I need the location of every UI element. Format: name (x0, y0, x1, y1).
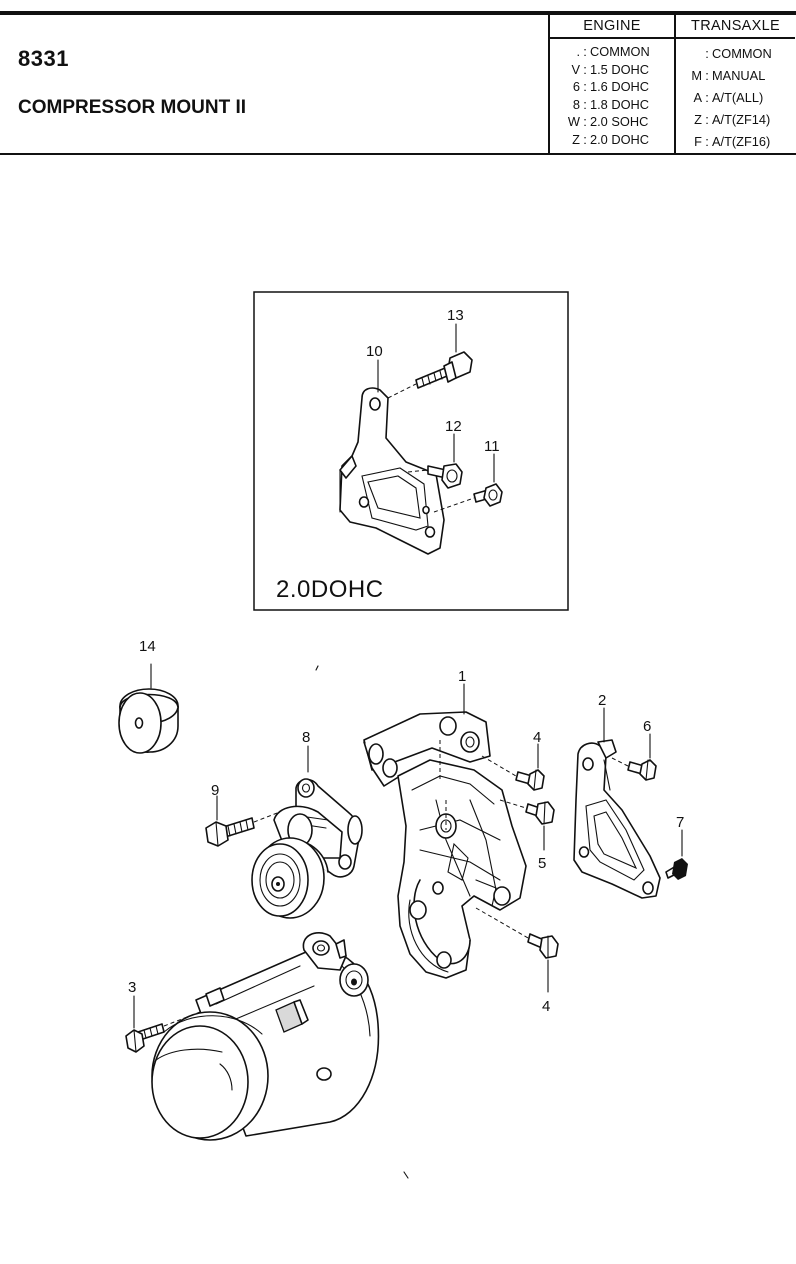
bolt-6: 6 (611, 718, 657, 781)
legend-item: :COMMON (705, 46, 772, 61)
main-bracket-1: 1 (363, 668, 527, 979)
bolt-7: 7 (665, 814, 688, 880)
callout-6: 6 (643, 718, 651, 735)
header-bottom-rule (0, 153, 796, 155)
legend-item: F:A/T(ZF16) (694, 134, 771, 149)
ac-compressor (151, 932, 380, 1141)
bracket-2: 2 (573, 692, 661, 899)
callout-13: 13 (447, 307, 464, 324)
transaxle-legend-heading: TRANSAXLE (676, 15, 795, 39)
inset-bolt-12 (427, 463, 463, 489)
engine-legend-list: .:COMMON V:1.5 DOHC 6:1.6 DOHC 8:1.8 DOH… (550, 39, 674, 148)
idler-pulley-14: 14 (118, 638, 179, 754)
bolt-9: 9 (205, 782, 291, 847)
inset-bolt-13 (415, 351, 473, 389)
bolt-3: 3 (125, 979, 201, 1053)
inset-bracket-10 (339, 387, 445, 555)
callout-10: 10 (366, 343, 383, 360)
legend-item: M:MANUAL (691, 68, 766, 83)
callout-4-upper: 4 (533, 729, 541, 746)
callout-12: 12 (445, 418, 462, 435)
transaxle-legend: TRANSAXLE :COMMON M:MANUAL A:A/T(ALL) Z:… (676, 15, 795, 153)
legend-item: Z:A/T(ZF14) (694, 112, 771, 127)
callout-11: 11 (484, 438, 500, 455)
applicability-legend: ENGINE .:COMMON V:1.5 DOHC 6:1.6 DOHC 8:… (548, 15, 795, 153)
legend-item: 6:1.6 DOHC (572, 79, 650, 94)
legend-item: .:COMMON (576, 44, 650, 59)
legend-item: V:1.5 DOHC (571, 61, 650, 77)
bolt-5: 5 (499, 799, 555, 872)
callout-14: 14 (139, 638, 156, 655)
inset-2-0-dohc: 2.0DOHC (253, 291, 569, 611)
legend-item: W:2.0 SOHC (567, 114, 649, 129)
legend-item: 8:1.8 DOHC (572, 96, 650, 112)
header-top-rule (0, 11, 796, 15)
legend-item: A:A/T(ALL) (693, 90, 764, 105)
callout-4-lower: 4 (542, 998, 550, 1015)
engine-legend: ENGINE .:COMMON V:1.5 DOHC 6:1.6 DOHC 8:… (550, 15, 676, 153)
inset-bolt-11 (473, 483, 503, 507)
page-title: COMPRESSOR MOUNT II (18, 97, 247, 118)
engine-legend-heading: ENGINE (550, 15, 674, 39)
callout-5: 5 (538, 855, 546, 872)
callout-1: 1 (458, 668, 466, 685)
callout-8: 8 (302, 729, 310, 746)
bolt-4-upper: 4 (481, 729, 545, 791)
transaxle-legend-list: :COMMON M:MANUAL A:A/T(ALL) Z:A/T(ZF14) … (676, 39, 795, 153)
bolt-4-lower: 4 (475, 907, 559, 1015)
callout-9: 9 (211, 782, 219, 799)
part-number: 8331 (18, 46, 69, 71)
callout-2: 2 (598, 692, 606, 709)
inset-caption: 2.0DOHC (276, 576, 384, 603)
belt-tensioner-8: 8 (251, 729, 363, 919)
legend-item: Z:2.0 DOHC (572, 131, 650, 147)
callout-7: 7 (676, 814, 684, 831)
inset-frame (253, 291, 569, 611)
callout-3: 3 (128, 979, 136, 996)
